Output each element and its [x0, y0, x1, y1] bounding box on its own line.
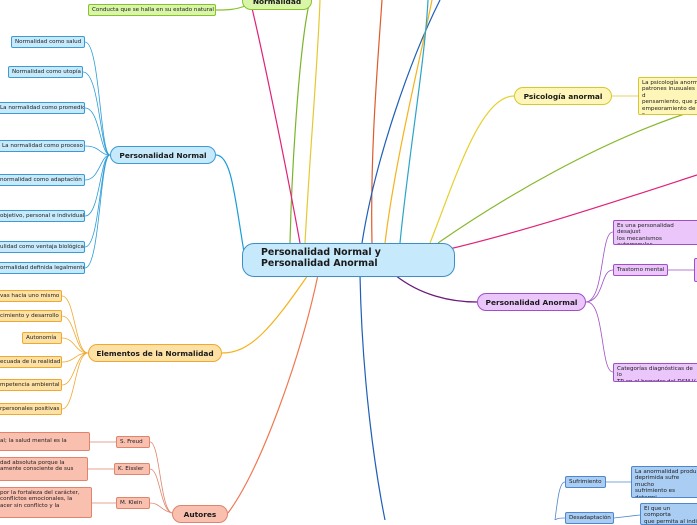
- topic-normalidad[interactable]: Normalidad: [242, 0, 312, 10]
- pn-item-2[interactable]: Normalidad como utopía: [8, 66, 83, 78]
- elem-item-5[interactable]: mpetencia ambiental: [0, 379, 62, 391]
- autor-klein[interactable]: M. Klein: [116, 497, 150, 509]
- autor-freud-text[interactable]: al; la salud mental es la: [0, 432, 90, 451]
- autor-klein-text[interactable]: por la fortaleza del carácter, conflicto…: [0, 487, 92, 518]
- bottom-sufrimiento[interactable]: Sufrimiento: [565, 476, 606, 488]
- topic-psicologia-anormal[interactable]: Psicología anormal: [514, 87, 612, 105]
- pn-item-5[interactable]: normalidad como adaptación: [0, 174, 85, 186]
- pn-item-6[interactable]: objetivo, personal e individual: [0, 210, 85, 222]
- central-topic-line-1: Personalidad Normal y: [261, 247, 381, 258]
- pn-item-4[interactable]: La normalidad como proceso: [0, 140, 85, 152]
- autor-eissler-text[interactable]: dad absoluta porque la amente consciente…: [0, 457, 88, 481]
- elem-item-1[interactable]: vas hacia uno mismo: [0, 290, 62, 302]
- topic-personalidad-normal[interactable]: Personalidad Normal: [110, 146, 216, 164]
- topic-elementos-normalidad[interactable]: Elementos de la Normalidad: [88, 344, 222, 362]
- pn-item-8[interactable]: ormalidad definida legalmente: [0, 262, 85, 274]
- bottom-desadaptacion[interactable]: Desadaptación: [565, 512, 614, 524]
- normalidad-leaf[interactable]: Conducta que se halla en su estado natur…: [88, 4, 216, 16]
- elem-item-2[interactable]: cimiento y desarrollo: [0, 310, 62, 322]
- pn-item-1[interactable]: Normalidad como salud: [11, 36, 85, 48]
- bottom-desadaptacion-text[interactable]: El que un comporta que permita al indi: [640, 503, 697, 525]
- psicologia-anormal-text[interactable]: La psicología anorm patrones inusuales d…: [638, 77, 697, 115]
- topic-personalidad-anormal[interactable]: Personalidad Anormal: [477, 293, 586, 311]
- pn-item-3[interactable]: La normalidad como promedio: [0, 102, 85, 114]
- pa-item-1[interactable]: Es una personalidad desajust los mecanis…: [613, 220, 697, 245]
- pa-item-3[interactable]: Categorías diagnósticas de lo TP en el b…: [613, 363, 697, 382]
- bottom-sufrimiento-text[interactable]: La anormalidad produ deprimida sufre muc…: [631, 466, 697, 498]
- elem-item-6[interactable]: rpersonales positivas: [0, 403, 62, 415]
- autor-freud[interactable]: S. Freud: [116, 436, 150, 448]
- pn-item-7[interactable]: ulidad como ventaja biológica: [0, 241, 85, 253]
- central-topic-line-2: Personalidad Anormal: [261, 258, 378, 270]
- elem-item-3[interactable]: Autonomía: [22, 332, 62, 344]
- topic-autores[interactable]: Autores: [172, 505, 228, 523]
- pa-item-2-child[interactable]: [694, 258, 697, 282]
- elem-item-4[interactable]: ecuada de la realidad: [0, 356, 62, 368]
- central-topic[interactable]: Personalidad Normal y Personalidad Anorm…: [242, 243, 455, 277]
- autor-eissler[interactable]: K. Eissler: [114, 463, 150, 475]
- pa-item-2[interactable]: Trastorno mental: [613, 264, 668, 276]
